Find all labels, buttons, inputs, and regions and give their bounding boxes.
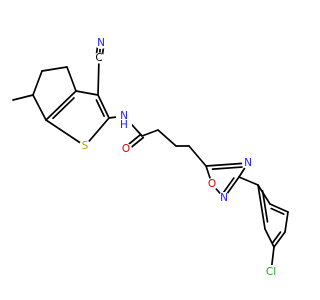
bond-p6-p1-inner [261, 190, 269, 223]
bond-c7a-c3 [97, 94, 110, 119]
bond-cc-c5r [188, 145, 207, 167]
bond-c5-c6 [32, 70, 43, 96]
bond-p5-p6 [264, 228, 275, 248]
atom-n-ring-bottom: N [218, 192, 230, 204]
atom-cl: Cl [262, 265, 280, 279]
bond-c3a-c4 [66, 66, 77, 92]
atom-nh-amide: N H [116, 110, 132, 131]
bond-c7-c3a [45, 90, 77, 121]
atom-label-n-ring-bottom: N [220, 192, 228, 204]
atom-c-nitrile: C [93, 52, 105, 64]
bond-ca-cb [157, 129, 177, 147]
atom-s-thiophene: S [79, 140, 91, 152]
atom-o-carbonyl: O [120, 143, 132, 155]
atom-label-c-nitrile: C [95, 52, 102, 64]
bond-c4-c5 [41, 66, 68, 72]
bond-c7-sa [45, 119, 86, 147]
bond-c7-c3a-inner [52, 97, 75, 120]
bond-c6-me [12, 94, 34, 101]
atom-n-ring-top: N [242, 157, 254, 169]
bond-p2-p3 [269, 203, 289, 213]
atom-label-n-amide: N [120, 110, 128, 122]
bond-p2-p3-inner [270, 207, 285, 215]
bond-p4-p5-inner [271, 231, 282, 244]
bond-c7a-c3-inner [95, 99, 105, 117]
atom-labels: N C N H S O O N N [79, 37, 280, 279]
atom-label-n-nitrile: N [97, 37, 105, 49]
bond-nb-c3r-inner [222, 177, 235, 194]
atom-o-ring: O [206, 178, 218, 190]
bond-sa-c7a [84, 117, 110, 147]
bond-p4-p5 [273, 231, 286, 248]
atom-label-h-amide: H [120, 119, 128, 131]
bond-nt-c5r [205, 162, 249, 167]
bond-c3-cn [97, 57, 100, 96]
bond-p3-p4 [284, 211, 289, 233]
bond-nt-c5r-inner [211, 166, 243, 170]
molecule-structure: N C N H S O O N N [12, 37, 289, 279]
bond-c6-c7 [32, 94, 47, 121]
bond-c3r-p1 [238, 176, 259, 186]
atom-label-o-carbonyl: O [122, 143, 130, 155]
bond-p6-p1 [257, 184, 266, 230]
bond-c3-c3a [75, 90, 99, 96]
bond-cam-ca [141, 129, 159, 137]
atom-label-o-ring: O [208, 178, 216, 190]
atom-label-cl: Cl [266, 266, 276, 278]
atom-label-n-ring-top: N [244, 157, 252, 169]
atom-n-nitrile: N [95, 37, 107, 49]
atom-label-s-thiophene: S [82, 140, 89, 152]
